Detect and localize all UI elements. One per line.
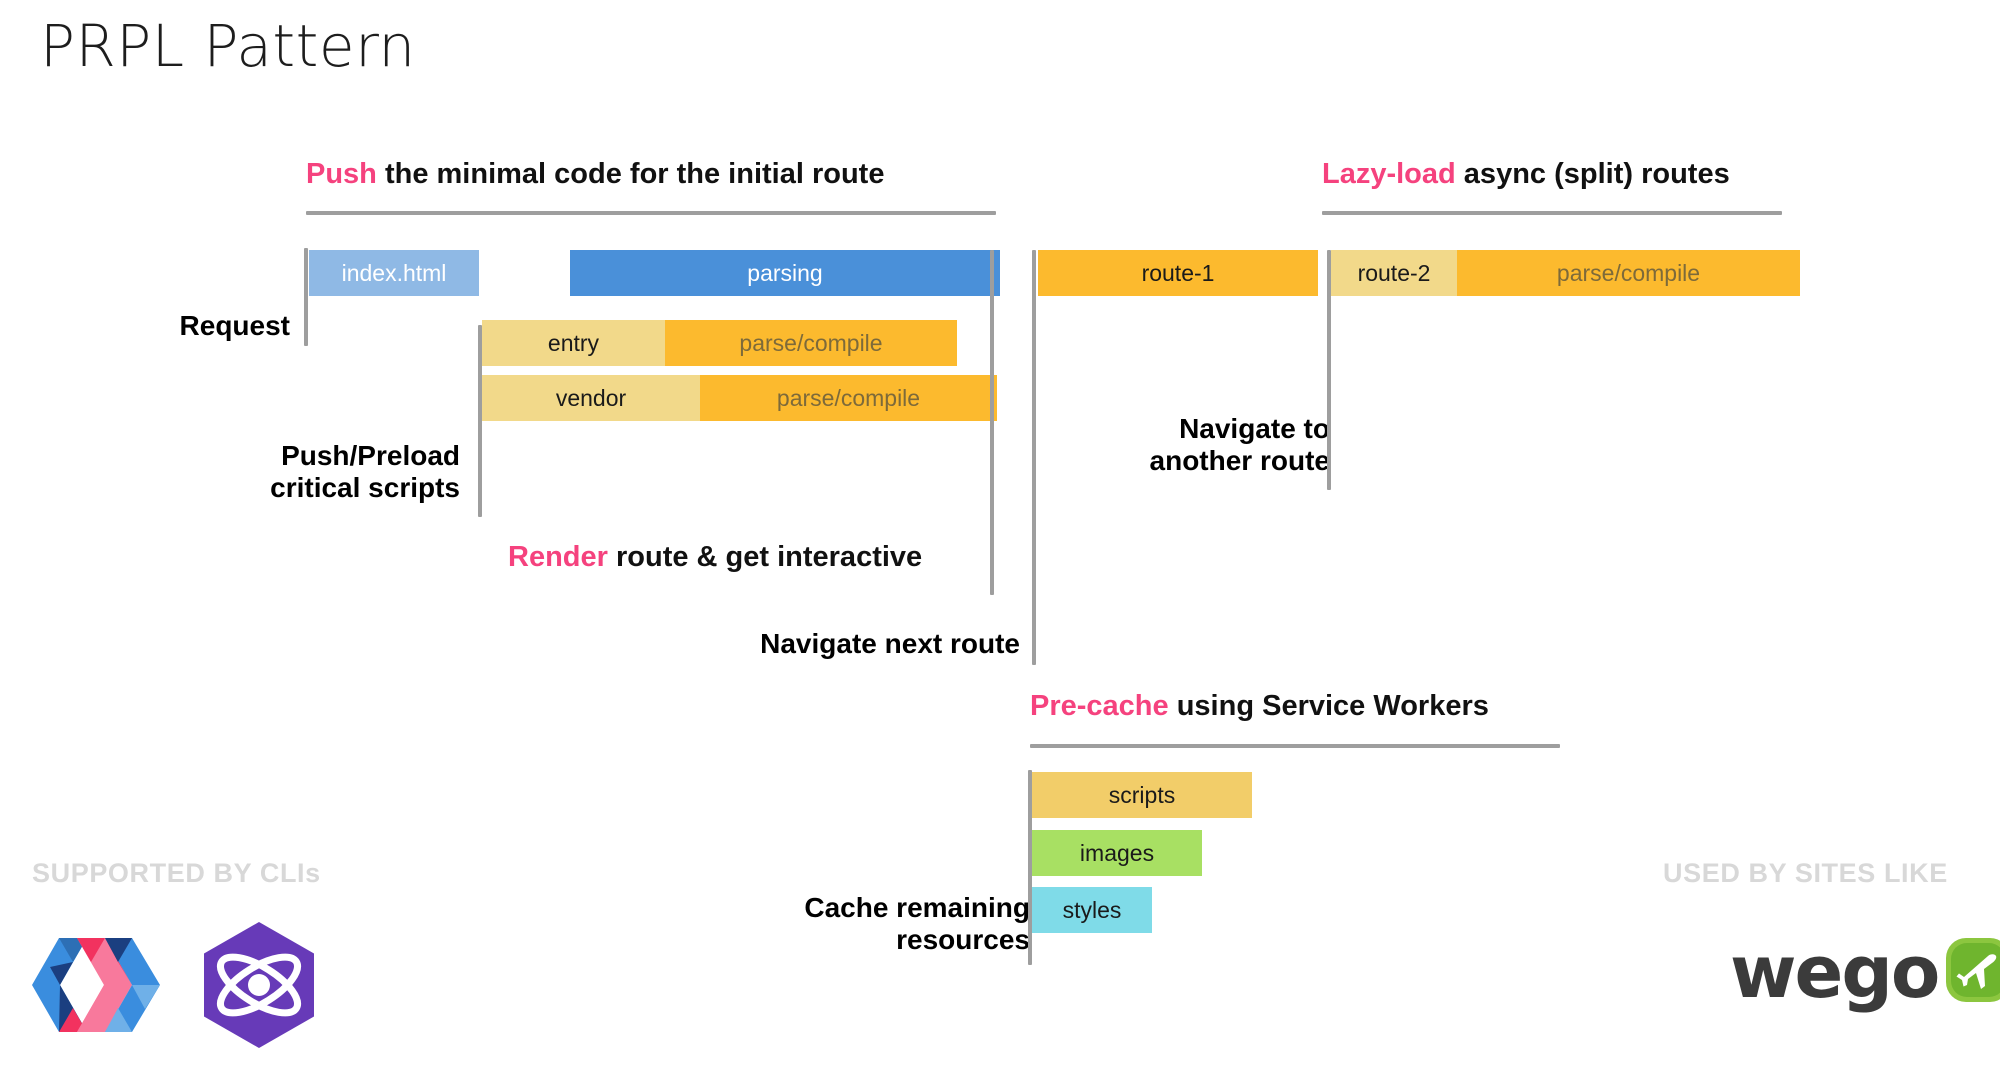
bar-vendor: vendor parse/compile [482, 375, 997, 421]
page-title: PRPL Pattern [40, 12, 416, 80]
lazy-load-divider-line [1327, 250, 1331, 490]
bar-entry: entry parse/compile [482, 320, 957, 366]
precache-section-header: Pre-cache using Service Workers [1030, 690, 1489, 723]
bar-images: images [1032, 830, 1202, 876]
render-keyword: Render [508, 541, 608, 573]
bar-entry-name: entry [482, 320, 665, 366]
request-divider-line [304, 248, 308, 346]
wego-logo: wego [1730, 930, 2000, 1014]
bar-index-html-label: index.html [341, 259, 447, 286]
bar-images-label: images [1079, 839, 1155, 866]
used-by-sites-like-caption: USED BY SITES LIKE [1663, 858, 1948, 888]
push-header-rule [306, 211, 996, 215]
bar-route-1-label: route-1 [1141, 259, 1215, 286]
preload-row-label: Push/Preload critical scripts [270, 440, 460, 503]
bar-route-1: route-1 [1038, 250, 1318, 296]
render-section-header: Render route & get interactive [508, 541, 922, 574]
bar-parsing: parsing [570, 250, 1000, 296]
precache-divider-line [1028, 770, 1032, 965]
bar-route-2-work: parse/compile [1457, 250, 1800, 296]
bar-index-html: index.html [309, 250, 479, 296]
preact-logo [192, 918, 326, 1052]
navigate-next-divider-line [1032, 250, 1036, 665]
precache-header-rule [1030, 744, 1560, 748]
bar-styles-label: styles [1062, 896, 1122, 923]
polymer-logo [32, 930, 160, 1040]
lazy-load-keyword: Lazy-load [1322, 158, 1456, 190]
bar-route-2: route-2 parse/compile [1331, 250, 1800, 296]
wego-plane-badge-icon [1944, 936, 2000, 1009]
lazy-load-header-rule [1322, 211, 1782, 215]
lazy-load-section-header: Lazy-load async (split) routes [1322, 158, 1730, 191]
precache-keyword: Pre-cache [1030, 690, 1169, 722]
preload-divider-line [478, 325, 482, 517]
bar-scripts: scripts [1032, 772, 1252, 818]
bar-vendor-name: vendor [482, 375, 700, 421]
render-header-rest: route & get interactive [607, 541, 923, 573]
precache-row-label: Cache remaining resources [804, 892, 1030, 955]
navigate-next-route-label: Navigate next route [760, 628, 1020, 659]
bar-vendor-work: parse/compile [700, 375, 997, 421]
bar-scripts-label: scripts [1108, 781, 1176, 808]
render-divider-line [990, 250, 994, 595]
request-row-label: Request [179, 310, 290, 341]
lazy-load-header-rest: async (split) routes [1455, 158, 1730, 190]
wego-wordmark: wego [1730, 930, 1940, 1014]
lazy-load-row-label: Navigate to another route [1149, 413, 1330, 476]
bar-entry-work: parse/compile [665, 320, 957, 366]
bar-parsing-label: parsing [747, 259, 823, 286]
push-keyword: Push [306, 158, 377, 190]
push-section-header: Push the minimal code for the initial ro… [306, 158, 884, 191]
bar-route-2-name: route-2 [1331, 250, 1457, 296]
bar-styles: styles [1032, 887, 1152, 933]
precache-header-rest: using Service Workers [1168, 690, 1489, 722]
supported-by-clis-caption: SUPPORTED BY CLIs [32, 858, 321, 888]
push-header-rest: the minimal code for the initial route [376, 158, 885, 190]
